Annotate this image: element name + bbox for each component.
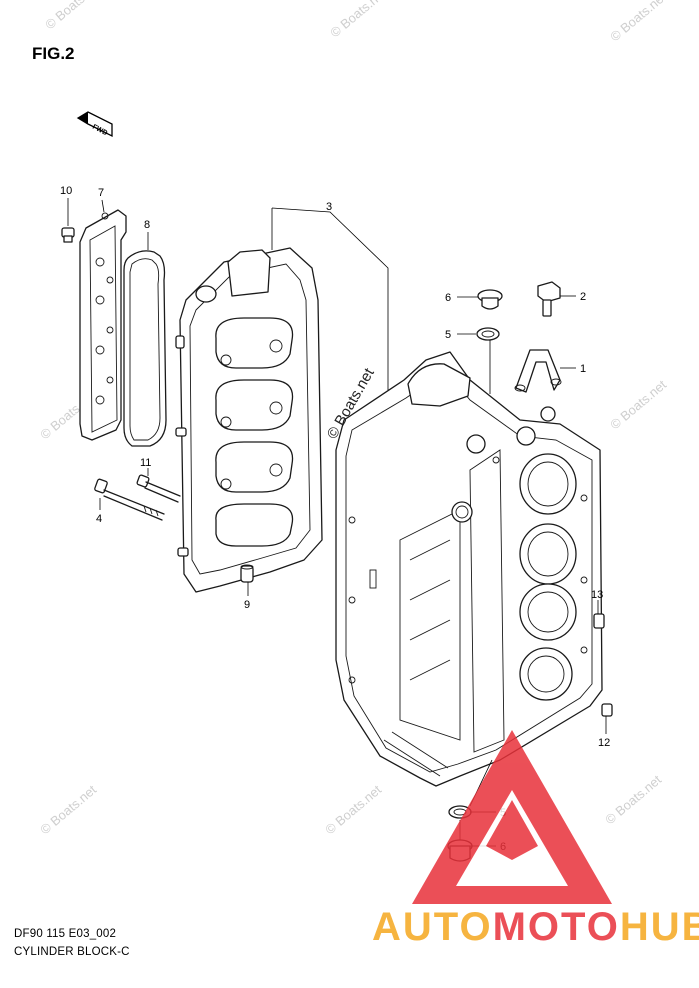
callout-10: 10 bbox=[60, 185, 72, 197]
fwd-arrow-icon: FWD bbox=[76, 111, 113, 137]
callout-9: 9 bbox=[244, 599, 250, 611]
part-9-dowel bbox=[240, 564, 254, 583]
part-6-plug-top bbox=[477, 289, 503, 310]
part-3-left-block bbox=[175, 247, 323, 593]
leader-lines bbox=[67, 198, 607, 847]
part-1-bracket bbox=[514, 349, 562, 393]
callout-11: 11 bbox=[140, 457, 151, 469]
part-7-cover-plate bbox=[79, 209, 127, 441]
watermark-text: © Boats.net bbox=[607, 377, 669, 433]
part-4-long-bolt bbox=[94, 478, 165, 521]
callout-4: 4 bbox=[96, 513, 102, 525]
callout-1: 1 bbox=[580, 363, 586, 375]
callout-13: 13 bbox=[591, 589, 603, 601]
logo-text-auto: AUTO bbox=[372, 905, 493, 949]
figure-title: FIG.2 bbox=[32, 44, 75, 63]
caption-code: DF90 115 E03_002 bbox=[14, 928, 117, 940]
part-8-gasket bbox=[123, 250, 167, 447]
callout-12: 12 bbox=[598, 737, 610, 749]
watermark-text: © Boats.net bbox=[37, 782, 99, 838]
automotohub-logo: AUTOMOTOHUB bbox=[372, 730, 699, 949]
callout-8: 8 bbox=[144, 219, 150, 231]
callout-7: 7 bbox=[98, 187, 104, 199]
callout-6-top: 6 bbox=[445, 292, 451, 304]
part-13-stud bbox=[593, 613, 605, 629]
watermark-text: © Boats.net bbox=[602, 772, 664, 828]
watermark-text: © Boats.net bbox=[322, 782, 384, 838]
logo-text: AUTOMOTOHUB bbox=[372, 905, 699, 949]
part-3-right-cylinder-block bbox=[335, 351, 603, 787]
watermark-text: © Boats.net bbox=[42, 0, 104, 32]
part-5-washer-top bbox=[476, 327, 500, 341]
callout-2: 2 bbox=[580, 291, 586, 303]
callout-3: 3 bbox=[326, 201, 332, 213]
logo-text-hub: HUB bbox=[620, 905, 699, 949]
caption-name: CYLINDER BLOCK-C bbox=[14, 946, 130, 958]
callout-5-top: 5 bbox=[445, 329, 451, 341]
part-11-stud bbox=[136, 474, 181, 503]
part-2-bolt bbox=[537, 281, 561, 317]
logo-text-moto: MOTO bbox=[493, 905, 620, 949]
watermark-text: © Boats.net bbox=[327, 0, 389, 40]
part-12-bolt bbox=[601, 703, 613, 717]
watermark-text: © Boats.net bbox=[607, 0, 669, 44]
part-10-bolt bbox=[61, 227, 75, 243]
